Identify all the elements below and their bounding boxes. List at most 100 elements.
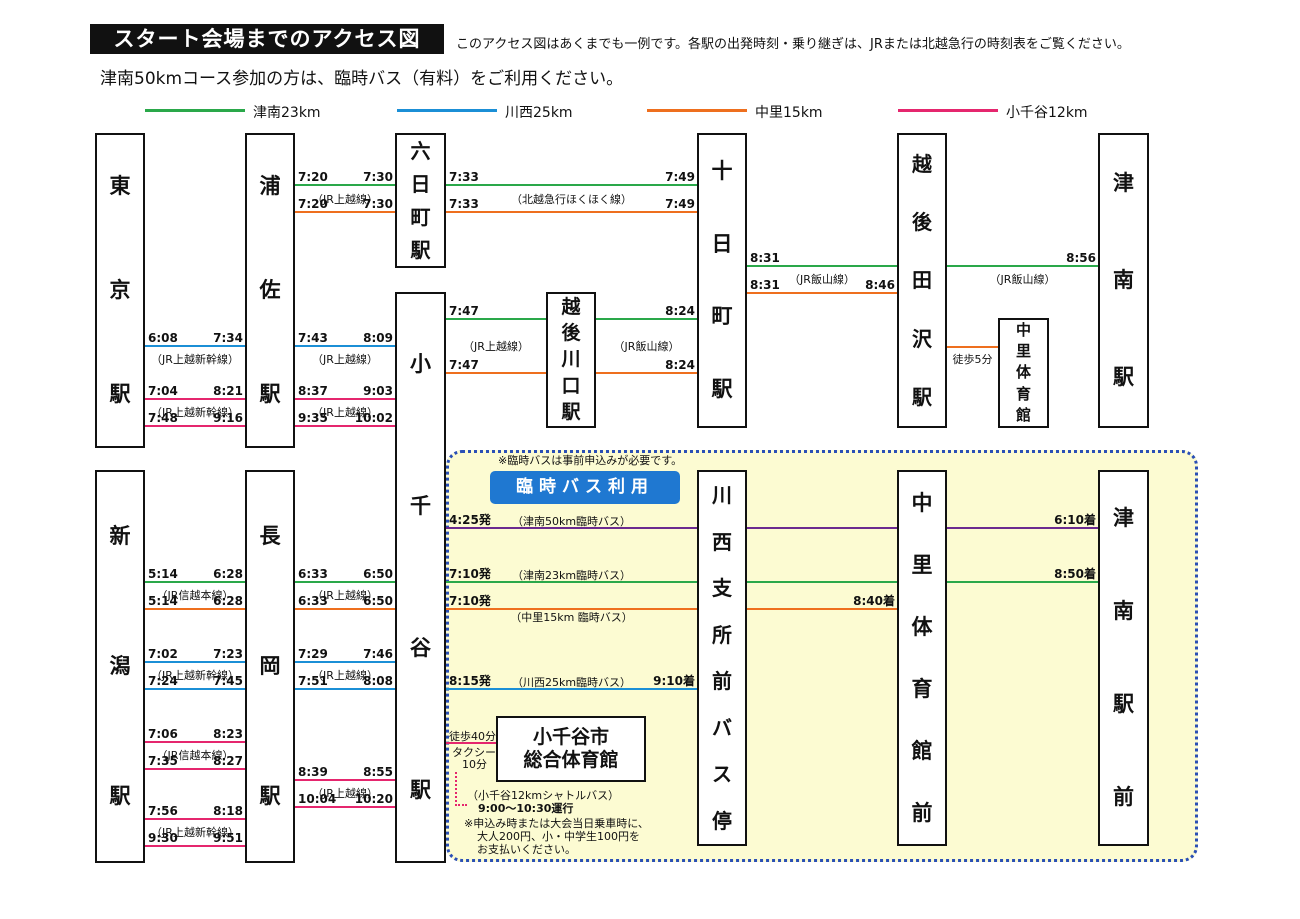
taxi-time: 10分 [462, 758, 487, 771]
departure-time: 9:35 [298, 411, 328, 425]
route-line-blue [295, 345, 395, 347]
bus-notice: ※臨時バスは事前申込みが必要です。 [498, 454, 683, 467]
arrival-time: 9:03 [363, 384, 393, 398]
route-line-blue [145, 661, 245, 663]
line-name-label: 徒歩5分 [952, 353, 993, 366]
route-line-orange [947, 346, 998, 348]
arrival-time: 7:30 [363, 170, 393, 184]
destination-ojiya-gym: 小千谷市 総合体育館 [496, 716, 646, 782]
line-name-label: （JR上越新幹線） [151, 353, 239, 366]
station-char: 日 [410, 172, 431, 197]
line-name-label: （津南50km臨時バス） [511, 515, 632, 528]
walk-40min: 徒歩40分 [449, 730, 496, 743]
arrival-time: 8:18 [213, 804, 243, 818]
arrival-time: 8:21 [213, 384, 243, 398]
line-name-label: （JR上越線） [312, 406, 378, 419]
station-char: 駅 [561, 401, 581, 424]
route-line-pink [295, 806, 395, 808]
legend-label-nakasato15: 中里15km [755, 105, 823, 121]
station-nakasato-gym-mae: 中里体育館前 [897, 470, 947, 846]
line-name-label: （JR飯山線） [789, 273, 855, 286]
arrival-time: 8:27 [213, 754, 243, 768]
arrival-time: 8:56 [1066, 251, 1096, 265]
line-name-label: （JR上越線） [312, 193, 378, 206]
arrival-time: 9:16 [213, 411, 243, 425]
route-line-green [295, 581, 395, 583]
route-line-orange [446, 372, 546, 374]
route-line-purple [947, 527, 1098, 529]
arrival-time: 8:09 [363, 331, 393, 345]
taxi-label: タクシー [452, 746, 496, 759]
route-line-green [747, 265, 897, 267]
arrival-time: 8:50着 [1054, 567, 1096, 581]
station-tokyo: 東京駅 [95, 133, 145, 448]
station-char: 新 [109, 524, 131, 549]
station-char: 町 [410, 204, 431, 229]
departure-time: 7:20 [298, 197, 328, 211]
bus-badge: 臨時バス利用 [490, 471, 680, 504]
station-char: 長 [259, 524, 281, 549]
route-line-orange [747, 608, 897, 610]
route-line-blue [145, 688, 245, 690]
station-char: 南 [1113, 599, 1134, 623]
line-name-label: （JR飯山線） [613, 340, 680, 353]
station-char: 駅 [109, 783, 131, 808]
legend-label-tsunan23: 津南23km [253, 105, 321, 121]
route-line-green [446, 184, 697, 186]
station-char: 駅 [410, 777, 431, 802]
station-char: 浦 [259, 174, 281, 199]
arrival-time: 7:49 [665, 170, 695, 184]
station-char: 岡 [259, 653, 281, 678]
departure-time: 7:33 [449, 197, 479, 211]
route-line-green [596, 318, 697, 320]
arrival-time: 6:50 [363, 567, 393, 581]
station-char: 西 [712, 529, 732, 554]
station-tokamachi: 十日町駅 [697, 133, 747, 428]
station-kawanishi-bus: 川西支所前バス停 [697, 470, 747, 846]
station-char: 津 [1113, 171, 1134, 195]
line-name-label: （中里15km 臨時バス） [510, 611, 633, 624]
station-echigokawaguchi: 越後川口駅 [546, 292, 596, 428]
arrival-time: 7:23 [213, 647, 243, 661]
station-char: 千 [410, 494, 431, 519]
arrival-time: 6:28 [213, 594, 243, 608]
legend-line-green [145, 109, 245, 112]
legend-label-ojiya12: 小千谷12km [1006, 105, 1088, 121]
station-char: 川 [712, 483, 732, 508]
route-line-green [446, 318, 546, 320]
line-name-label: （JR上越線） [312, 787, 378, 800]
station-char: 体 [1015, 363, 1031, 382]
route-line-blue [145, 345, 245, 347]
line-name-label: （JR上越新幹線） [151, 669, 239, 682]
fare-note-3: お支払いください。 [477, 843, 576, 856]
departure-time: 7:29 [298, 647, 328, 661]
departure-time: 7:47 [449, 304, 479, 318]
departure-time: 5:14 [148, 594, 178, 608]
route-line-purple [446, 527, 697, 529]
station-char: 後 [561, 322, 581, 345]
arrival-time: 8:40着 [853, 594, 895, 608]
line-name-label: （JR上越線） [463, 340, 529, 353]
departure-time: 8:31 [750, 278, 780, 292]
route-line-purple [747, 527, 897, 529]
departure-time: 7:04 [148, 384, 178, 398]
bus-subtitle: 津南50kmコース参加の方は、臨時バス（有料）をご利用ください。 [100, 69, 624, 89]
arrival-time: 8:24 [665, 358, 695, 372]
station-char: 東 [109, 174, 131, 199]
arrival-time: 10:02 [354, 411, 393, 425]
route-line-pink [446, 742, 496, 744]
station-nakasato-gym: 中里体育館 [998, 318, 1049, 428]
station-char: 前 [911, 800, 933, 825]
arrival-time: 7:34 [213, 331, 243, 345]
line-name-label: （JR上越線） [312, 589, 378, 602]
station-char: 駅 [259, 783, 281, 808]
arrival-time: 10:20 [354, 792, 393, 806]
route-line-orange [596, 372, 697, 374]
station-char: 佐 [259, 277, 281, 302]
arrival-time: 9:51 [213, 831, 243, 845]
arrival-time: 8:08 [363, 674, 393, 688]
departure-time: 7:33 [449, 170, 479, 184]
disclaimer-note: このアクセス図はあくまでも一例です。各駅の出発時刻・乗り継ぎは、JRまたは北越急… [456, 37, 1130, 52]
route-line-green [446, 581, 697, 583]
station-char: 前 [1113, 785, 1134, 809]
